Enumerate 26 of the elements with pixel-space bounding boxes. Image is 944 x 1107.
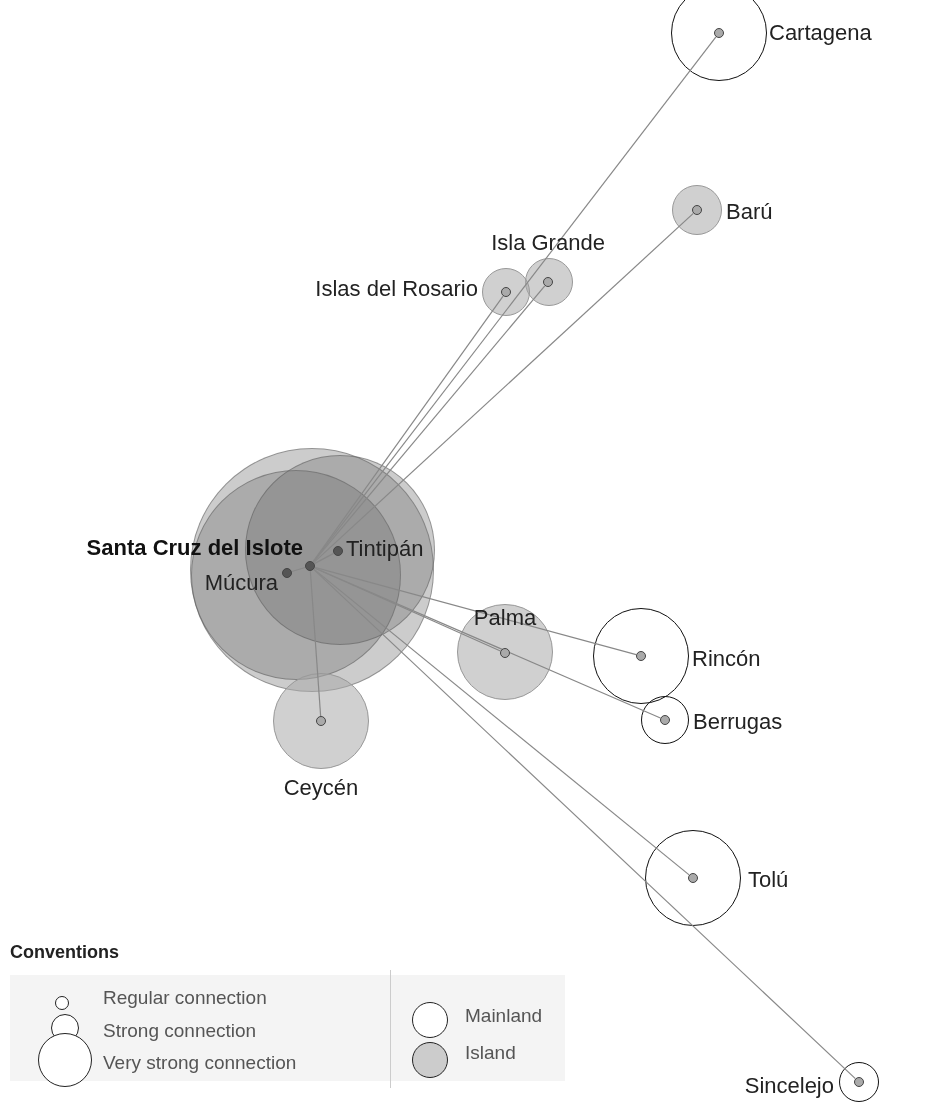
place-name: Tolú bbox=[748, 867, 789, 893]
connection-line bbox=[313, 552, 335, 565]
place-name: Sincelejo bbox=[744, 1073, 834, 1099]
place-name: Islas del Rosario bbox=[315, 276, 478, 302]
place-name: Santa Cruz del Islote bbox=[86, 535, 303, 561]
connection-line bbox=[313, 212, 694, 564]
place-name: Palma bbox=[473, 605, 537, 631]
legend-text: Regular connection bbox=[103, 987, 267, 1009]
legend-text: Strong connection bbox=[103, 1020, 257, 1042]
connection-line bbox=[313, 568, 690, 876]
place-name: Isla Grande bbox=[491, 230, 605, 256]
place-name: Berrugas bbox=[693, 709, 783, 735]
connection-line bbox=[291, 566, 306, 573]
legend-text: Island bbox=[465, 1042, 516, 1064]
place-name: Múcura bbox=[204, 570, 278, 596]
connection-line bbox=[313, 568, 856, 1080]
connection-line bbox=[314, 566, 637, 656]
place-name: Cartagena bbox=[769, 20, 872, 46]
legend-text: Mainland bbox=[465, 1005, 543, 1027]
place-name: Ceycén bbox=[283, 775, 359, 801]
place-name: Barú bbox=[726, 199, 773, 225]
legend-text: Very strong connection bbox=[103, 1052, 297, 1074]
connection-line bbox=[309, 570, 322, 717]
place-name: Tintipán bbox=[346, 536, 424, 562]
legend-heading: Conventions bbox=[10, 942, 119, 963]
place-name: Rincón bbox=[692, 646, 761, 672]
